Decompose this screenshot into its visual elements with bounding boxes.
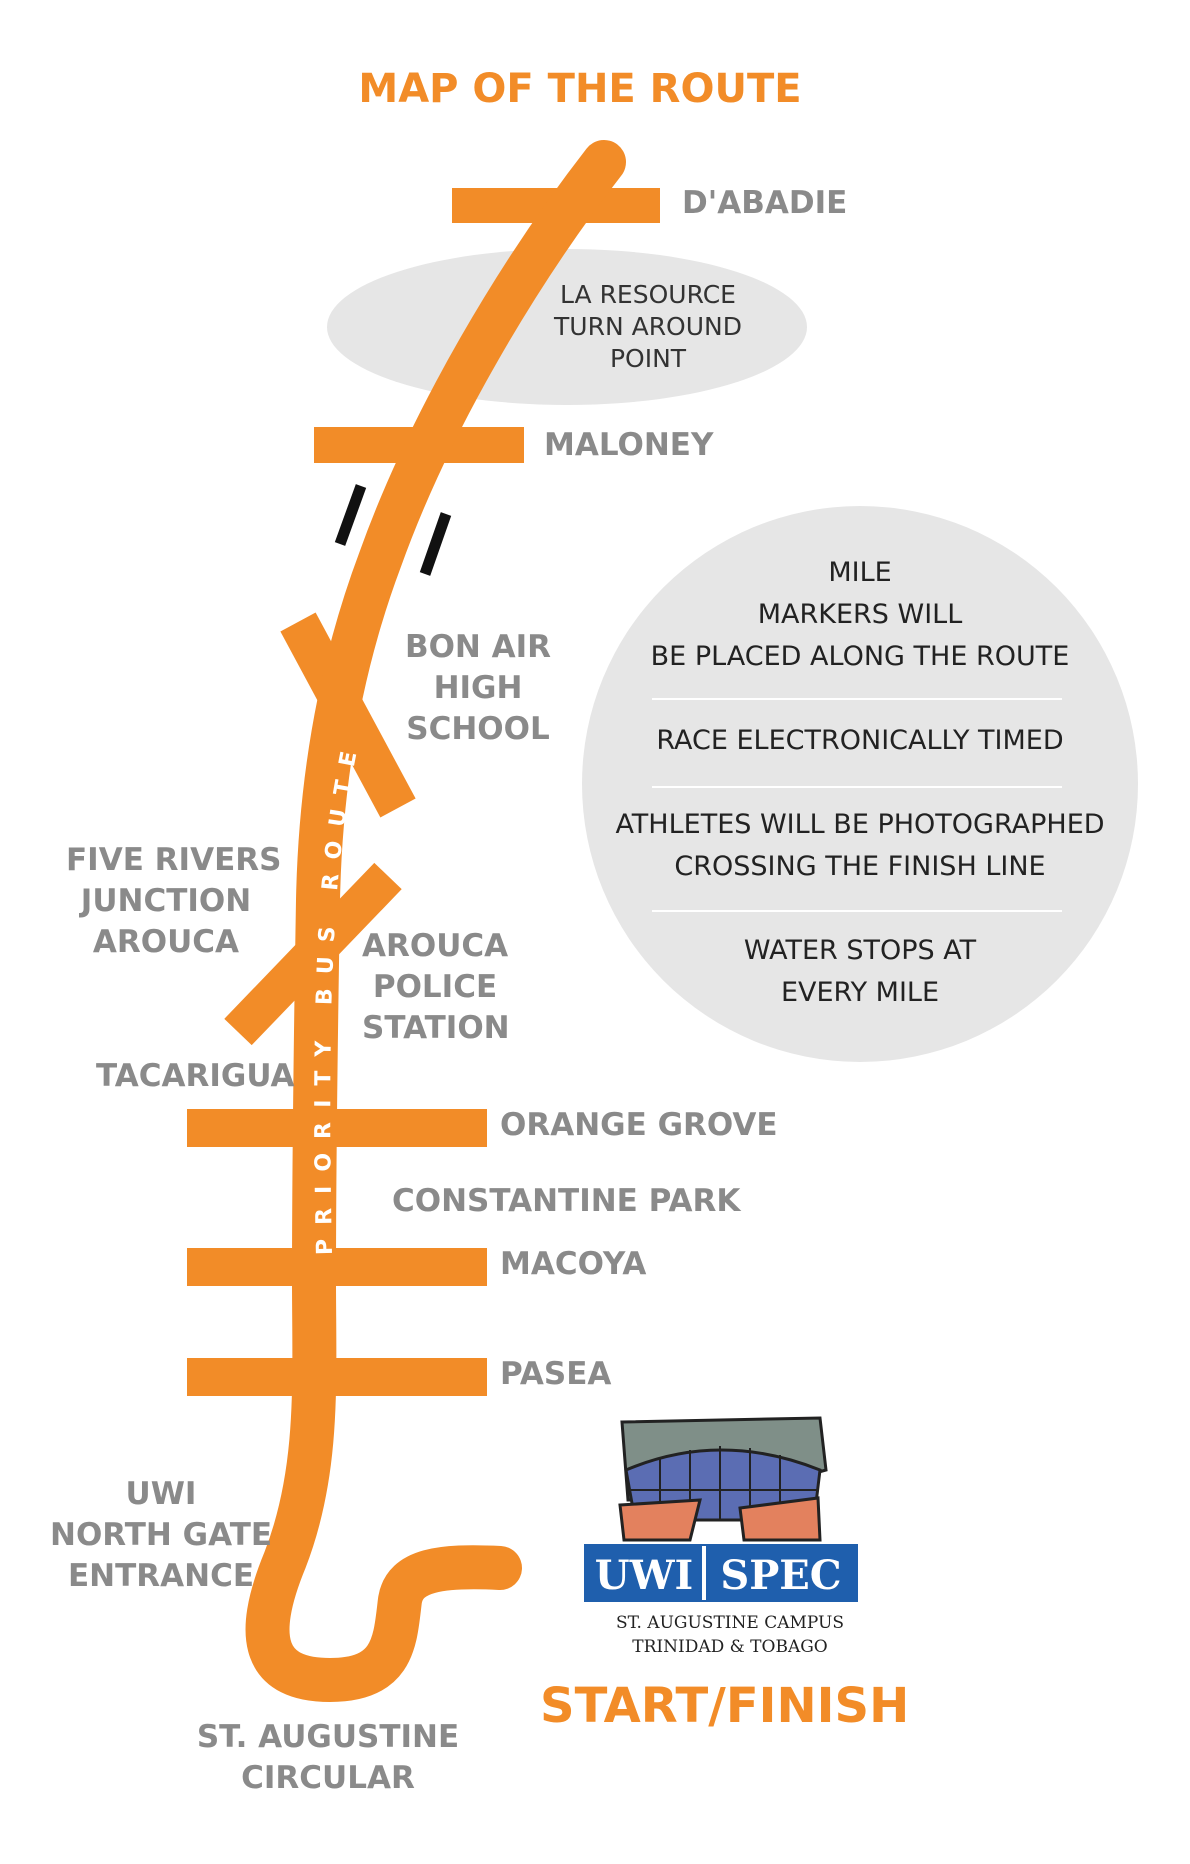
place-uwi-north-gate-line-1: UWI <box>125 1476 197 1512</box>
info-mile-markers: MILE MARKERS WILL BE PLACED ALONG THE RO… <box>600 552 1120 678</box>
uwi-logo-campus: ST. AUGUSTINE CAMPUS <box>616 1613 844 1633</box>
info-water: WATER STOPS AT EVERY MILE <box>600 930 1120 1014</box>
place-uwi-north-gate-line-2: NORTH GATE <box>50 1517 273 1553</box>
turnaround-line-1: LA RESOURCE <box>560 280 736 309</box>
turnaround-line-3: POINT <box>609 344 687 373</box>
route-line <box>245 140 626 1702</box>
info-divider-2 <box>652 786 1062 788</box>
place-arouca-police-line-1: AROUCA <box>362 928 509 964</box>
place-bon-air-line-3: SCHOOL <box>406 711 550 747</box>
start-finish-label: START/FINISH <box>540 1678 910 1734</box>
place-constantine-park: CONSTANTINE PARK <box>392 1183 741 1219</box>
mile-marker-right <box>419 512 452 576</box>
info-water-line-1: WATER STOPS AT <box>743 935 977 966</box>
info-photographed: ATHLETES WILL BE PHOTOGRAPHED CROSSING T… <box>600 804 1120 888</box>
uwi-logo-brand-left: UWI <box>595 1552 694 1599</box>
place-bon-air-line-1: BON AIR <box>404 629 552 665</box>
place-five-rivers: FIVE RIVERS JUNCTION AROUCA <box>66 840 282 963</box>
turnaround-line-2: TURN AROUND <box>554 312 742 341</box>
place-arouca-police-line-3: STATION <box>362 1010 510 1046</box>
street-pasea <box>187 1358 487 1396</box>
info-divider-1 <box>652 698 1062 700</box>
map-title: MAP OF THE ROUTE <box>358 66 802 112</box>
place-five-rivers-line-3: AROUCA <box>92 924 240 960</box>
uwi-logo-graphic <box>618 1416 828 1542</box>
place-bon-air-line-2: HIGH <box>433 670 523 706</box>
mile-marker-left <box>334 484 367 546</box>
place-arouca-police: AROUCA POLICE STATION <box>362 926 510 1049</box>
info-mile-markers-line-2: MARKERS WILL <box>757 599 963 630</box>
place-dabadie: D'ABADIE <box>682 185 848 221</box>
place-uwi-north-gate-line-3: ENTRANCE <box>68 1558 254 1594</box>
uwi-logo-brand-box <box>584 1544 858 1602</box>
place-pasea: PASEA <box>500 1356 612 1392</box>
place-uwi-north-gate: UWI NORTH GATE ENTRANCE <box>50 1474 272 1597</box>
info-photographed-line-2: CROSSING THE FINISH LINE <box>674 851 1046 882</box>
place-st-augustine-circular: ST. AUGUSTINE CIRCULAR <box>196 1717 460 1799</box>
info-mile-markers-line-1: MILE <box>828 557 892 588</box>
place-maloney: MALONEY <box>544 427 714 463</box>
place-bon-air: BON AIR HIGH SCHOOL <box>404 627 552 750</box>
info-water-line-2: EVERY MILE <box>780 977 940 1008</box>
place-orange-grove: ORANGE GROVE <box>500 1107 778 1143</box>
place-arouca-police-line-2: POLICE <box>372 969 498 1005</box>
info-timed: RACE ELECTRONICALLY TIMED <box>656 725 1064 756</box>
street-orange-grove <box>187 1109 487 1147</box>
place-st-augustine-circular-line-2: CIRCULAR <box>241 1760 415 1796</box>
info-mile-markers-line-3: BE PLACED ALONG THE ROUTE <box>650 641 1070 672</box>
info-divider-3 <box>652 910 1062 912</box>
place-st-augustine-circular-line-1: ST. AUGUSTINE <box>196 1719 460 1755</box>
turnaround-label: LA RESOURCE TURN AROUND POINT <box>540 279 756 375</box>
place-tacarigua: TACARIGUA <box>96 1058 295 1094</box>
uwi-logo-brand-right: SPEC <box>720 1552 841 1599</box>
uwi-logo-country: TRINIDAD & TOBAGO <box>632 1637 828 1657</box>
place-five-rivers-line-1: FIVE RIVERS <box>66 842 282 878</box>
place-five-rivers-line-2: JUNCTION <box>80 883 252 919</box>
info-circle <box>582 506 1138 1062</box>
place-macoya: MACOYA <box>500 1246 647 1282</box>
street-macoya <box>187 1248 487 1286</box>
info-photographed-line-1: ATHLETES WILL BE PHOTOGRAPHED <box>615 809 1105 840</box>
